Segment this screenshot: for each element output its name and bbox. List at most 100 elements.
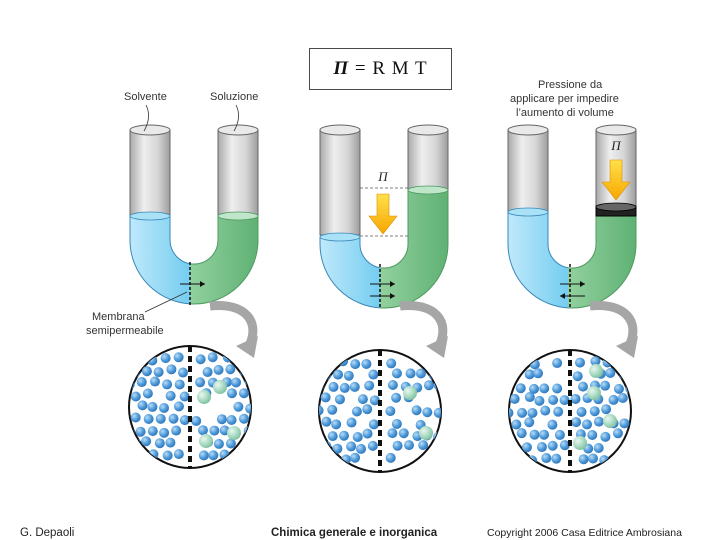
solvent-molecule xyxy=(213,364,224,375)
solvent-molecule xyxy=(517,407,528,418)
footer-book-title: Chimica generale e inorganica xyxy=(271,527,438,539)
u-tube-osmosis: Π xyxy=(319,124,449,309)
solvent-molecule xyxy=(225,438,236,449)
solvent-molecule xyxy=(319,381,325,392)
solvent-molecule xyxy=(209,425,220,436)
solvent-molecule xyxy=(539,383,550,394)
solvent-molecule xyxy=(162,450,173,461)
footer-author: G. Depaoli xyxy=(20,527,75,539)
solvent-molecule xyxy=(385,406,396,417)
solvent-molecule xyxy=(552,383,563,394)
solvent-molecule xyxy=(208,450,219,461)
solvent-molecule xyxy=(321,416,332,427)
solvent-molecule xyxy=(147,426,158,437)
solvent-molecule xyxy=(547,440,558,451)
solvent-molecule xyxy=(213,438,224,449)
solvent-molecule xyxy=(619,418,630,429)
solvent-molecule xyxy=(207,352,218,363)
solvent-molecule xyxy=(234,352,245,363)
formula-pi-symbol: Π xyxy=(333,58,350,79)
solvent-molecule xyxy=(589,406,600,417)
solvent-molecule xyxy=(527,407,538,418)
solvent-molecule xyxy=(422,407,433,418)
solvent-molecule xyxy=(166,364,177,375)
solvent-molecule xyxy=(385,452,396,463)
solvent-molecule xyxy=(165,390,176,401)
solvent-molecule xyxy=(415,368,426,379)
solvent-molecule xyxy=(130,412,141,423)
solvent-molecule xyxy=(404,440,415,451)
solvent-molecule xyxy=(191,415,202,426)
footer-copyright: Copyright 2006 Casa Editrice Ambrosiana xyxy=(487,527,682,539)
solvent-molecule xyxy=(547,419,558,430)
solvent-molecule xyxy=(195,354,206,365)
solvent-molecule xyxy=(559,440,570,451)
solvent-molecule xyxy=(605,368,616,379)
solvent-molecule xyxy=(521,442,532,453)
solvent-molecule xyxy=(129,367,140,378)
solvent-molecule xyxy=(421,454,432,465)
solvent-molecule xyxy=(554,429,565,440)
solvent-molecule xyxy=(154,438,165,449)
solvent-molecule xyxy=(195,377,206,388)
solvent-molecule xyxy=(319,405,324,416)
solute-particle xyxy=(587,386,601,400)
solvent-molecule xyxy=(327,404,338,415)
solvent-molecule xyxy=(612,358,623,369)
solvent-molecule xyxy=(391,392,402,403)
solvent-molecule xyxy=(362,428,373,439)
solvent-molecule xyxy=(334,394,345,405)
solvent-molecule xyxy=(249,389,251,400)
solute-particle xyxy=(213,380,227,394)
solvent-molecule xyxy=(613,383,624,394)
solvent-molecule xyxy=(231,377,242,388)
solvent-molecule xyxy=(442,371,452,381)
solvent-molecule xyxy=(141,436,152,447)
solvent-molecule xyxy=(625,452,631,463)
solvent-molecule xyxy=(173,352,184,363)
label-solvente: Solvente xyxy=(124,91,167,103)
solvent-molecule xyxy=(600,431,611,442)
solvent-molecule xyxy=(352,431,363,442)
solvent-molecule xyxy=(130,438,141,449)
solvent-molecule xyxy=(343,370,354,381)
solvent-molecule xyxy=(617,393,628,404)
solvent-molecule xyxy=(578,454,589,465)
solute-particle xyxy=(403,386,417,400)
solvent-molecule xyxy=(593,442,604,453)
solvent-molecule xyxy=(142,388,153,399)
solvent-molecule xyxy=(356,443,367,454)
pi-label-right: Π xyxy=(610,138,622,153)
solvent-molecule xyxy=(179,391,190,402)
solvent-molecule xyxy=(418,440,429,451)
solvent-molecule xyxy=(159,427,170,438)
solvent-molecule xyxy=(319,455,326,466)
solvent-molecule xyxy=(202,367,213,378)
solvent-molecule xyxy=(587,430,598,441)
solvent-molecule xyxy=(129,427,135,438)
solvent-molecule xyxy=(600,380,611,391)
solvent-molecule xyxy=(346,417,357,428)
solvent-molecule xyxy=(582,419,593,430)
magnified-view-pressure xyxy=(508,349,632,473)
solvent-molecule xyxy=(339,430,350,441)
label-membrana-2: semipermeabile xyxy=(86,325,164,337)
label-pressione-2: applicare per impedire xyxy=(510,93,619,105)
solvent-molecule xyxy=(137,451,148,462)
solvent-molecule xyxy=(333,369,344,380)
solvent-molecule xyxy=(320,392,331,403)
pi-label-mid: Π xyxy=(377,169,389,184)
solvent-molecule xyxy=(575,357,586,368)
solvent-molecule xyxy=(571,417,582,428)
solvent-molecule xyxy=(424,359,435,370)
solvent-molecule xyxy=(387,380,398,391)
solvent-molecule xyxy=(149,376,160,387)
solvent-molecule xyxy=(349,381,360,392)
solute-particle xyxy=(603,414,617,428)
solvent-molecule xyxy=(551,453,562,464)
solvent-molecule xyxy=(539,429,550,440)
solvent-molecule xyxy=(391,368,402,379)
solvent-molecule xyxy=(524,392,535,403)
solvent-molecule xyxy=(518,357,529,368)
